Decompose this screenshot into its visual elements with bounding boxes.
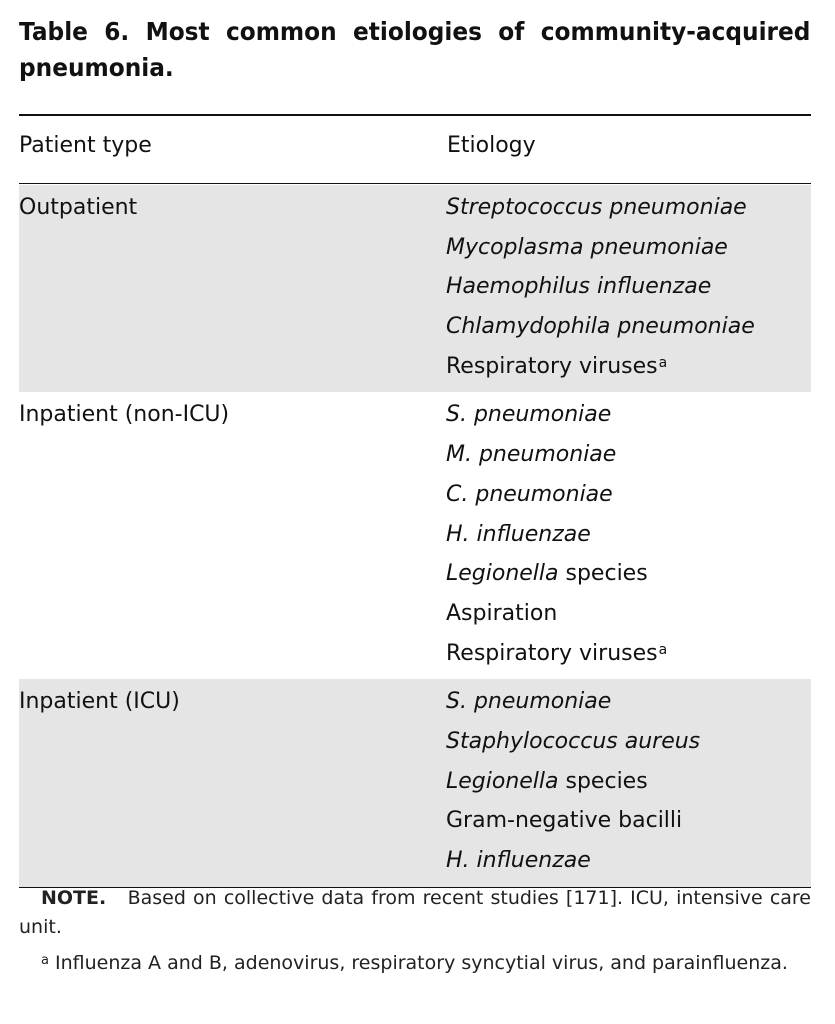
footnote-reference: a [658, 354, 668, 371]
etiology-item: Streptococcus pneumoniae [446, 194, 811, 234]
bottom-rule [19, 886, 811, 888]
etiology-item: H. influenzae [446, 847, 811, 887]
etiology-item: S. pneumoniae [446, 688, 811, 728]
etiology-item: Mycoplasma pneumoniae [446, 234, 811, 274]
note-text: Based on collective data from recent stu… [19, 887, 811, 938]
organism-name: Legionella [446, 561, 559, 587]
etiology-text: Gram-negative bacilli [446, 808, 683, 834]
top-rule [19, 114, 811, 116]
patient-type-cell: Inpatient (ICU) [19, 689, 180, 715]
etiology-item: Respiratory virusesa [446, 640, 811, 680]
footnote-paragraph: a Influenza A and B, adenovirus, respira… [19, 949, 811, 978]
organism-name: H. influenzae [446, 521, 591, 547]
etiology-item: C. pneumoniae [446, 481, 811, 521]
etiology-item: Haemophilus influenzae [446, 273, 811, 313]
footnote-text: Influenza A and B, adenovirus, respirato… [55, 952, 788, 974]
etiology-text: Aspiration [446, 600, 558, 626]
organism-name: H. influenzae [446, 848, 591, 873]
etiology-text: species [558, 768, 648, 794]
organism-name: M. pneumoniae [446, 442, 617, 468]
table-notes: NOTE. Based on collective data from rece… [19, 884, 811, 985]
patient-type-cell: Outpatient [19, 195, 138, 220]
document: Table 6. Most common etiologies of commu… [19, 14, 811, 974]
etiology-item: M. pneumoniae [446, 441, 811, 481]
organism-name: S. pneumoniae [446, 402, 612, 428]
organism-name: Streptococcus pneumoniae [446, 195, 747, 220]
etiology-text: Respiratory viruses [446, 640, 658, 666]
etiology-table-header: Patient type Etiology [19, 132, 811, 168]
etiology-text: species [558, 561, 648, 587]
etiology-item: Chlamydophila pneumoniae [446, 313, 811, 353]
etiology-item: Aspiration [446, 600, 811, 640]
header-rule [19, 183, 811, 184]
etiology-item: Legionella species [446, 560, 811, 600]
header-patient-type: Patient type [19, 133, 152, 158]
etiology-item: Respiratory virusesa [446, 353, 811, 393]
organism-name: Chlamydophila pneumoniae [446, 314, 755, 340]
footnote-mark: a [41, 953, 49, 968]
organism-name: Mycoplasma pneumoniae [446, 234, 728, 260]
organism-name: S. pneumoniae [446, 689, 612, 715]
patient-type-cell: Inpatient (non-ICU) [19, 402, 230, 428]
header-row: Patient type Etiology [19, 132, 811, 168]
etiology-item: Gram-negative bacilli [446, 807, 811, 847]
etiology-item: S. pneumoniae [446, 401, 811, 441]
organism-name: Staphylococcus aureus [446, 728, 701, 754]
patient-group: Inpatient (non-ICU) S. pneumoniae M. pneum… [19, 392, 811, 679]
etiology-item: Staphylococcus aureus [446, 728, 811, 768]
note-label: NOTE. [41, 887, 107, 909]
organism-name: Haemophilus influenzae [446, 274, 712, 300]
etiology-item: Legionella species [446, 768, 811, 808]
etiology-text: Respiratory viruses [446, 353, 658, 379]
etiology-item: H. influenzae [446, 521, 811, 561]
header-etiology: Etiology [447, 133, 536, 158]
table-title: Table 6. Most common etiologies of commu… [19, 17, 811, 82]
organism-name: C. pneumoniae [446, 481, 613, 507]
organism-name: Legionella [446, 768, 559, 794]
note-paragraph: NOTE. Based on collective data from rece… [19, 884, 811, 942]
footnote-reference: a [658, 641, 668, 658]
